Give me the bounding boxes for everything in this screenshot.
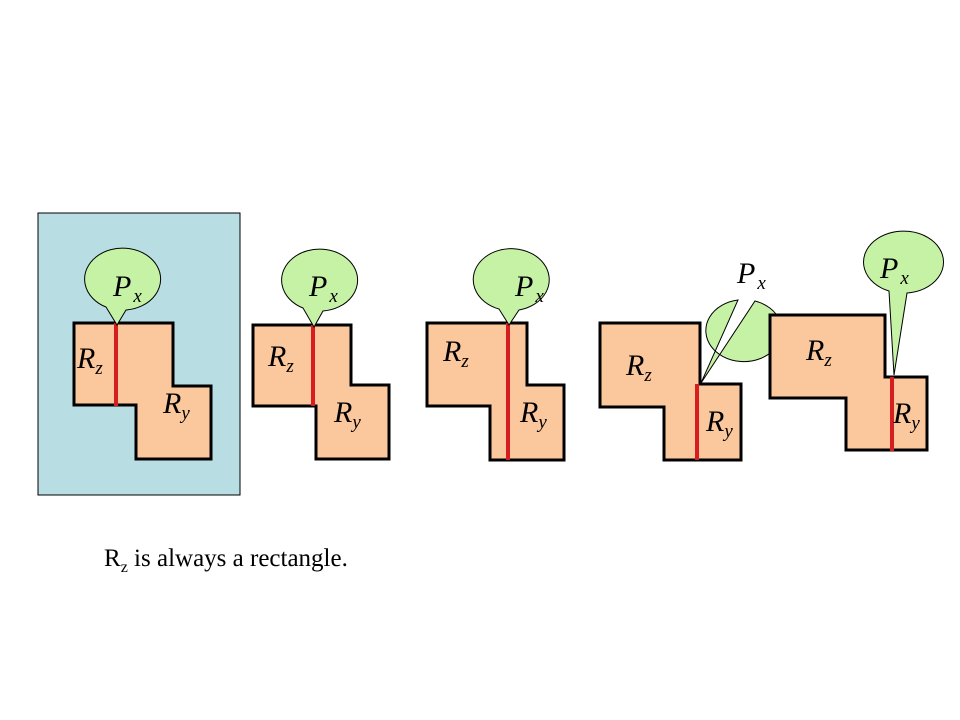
caption-text: is always a rectangle. — [127, 545, 348, 572]
case-5-polygon — [768, 313, 929, 452]
caption-symbol: R — [104, 545, 121, 572]
case-4-rz-label: Rz — [625, 349, 652, 386]
caption-subscript: z — [120, 559, 128, 576]
case-3-bubble — [472, 248, 550, 326]
case-1-ry-label: Ry — [162, 387, 190, 424]
case-2-ry-label: Ry — [333, 396, 361, 433]
caption: Rz is always a rectangle. — [104, 545, 348, 577]
case-1-rz-label: Rz — [76, 342, 103, 379]
case-5-ry-label: Ry — [892, 397, 920, 434]
case-4-ry-label: Ry — [705, 405, 733, 442]
case-5-bubble — [863, 230, 944, 376]
case-2-polygon — [251, 323, 391, 461]
case-4-polygon — [598, 321, 743, 462]
case-4-bubble — [700, 299, 783, 384]
case-3-polygon — [425, 321, 566, 462]
case-3-ry-label: Ry — [519, 396, 547, 433]
case-1-polygon — [72, 321, 213, 461]
case-2-rz-label: Rz — [267, 340, 294, 377]
case-3-rz-label: Rz — [442, 335, 469, 372]
case-1-bubble — [84, 247, 162, 326]
case-2-bubble — [281, 248, 359, 329]
case-5-rz-label: Rz — [805, 334, 832, 371]
